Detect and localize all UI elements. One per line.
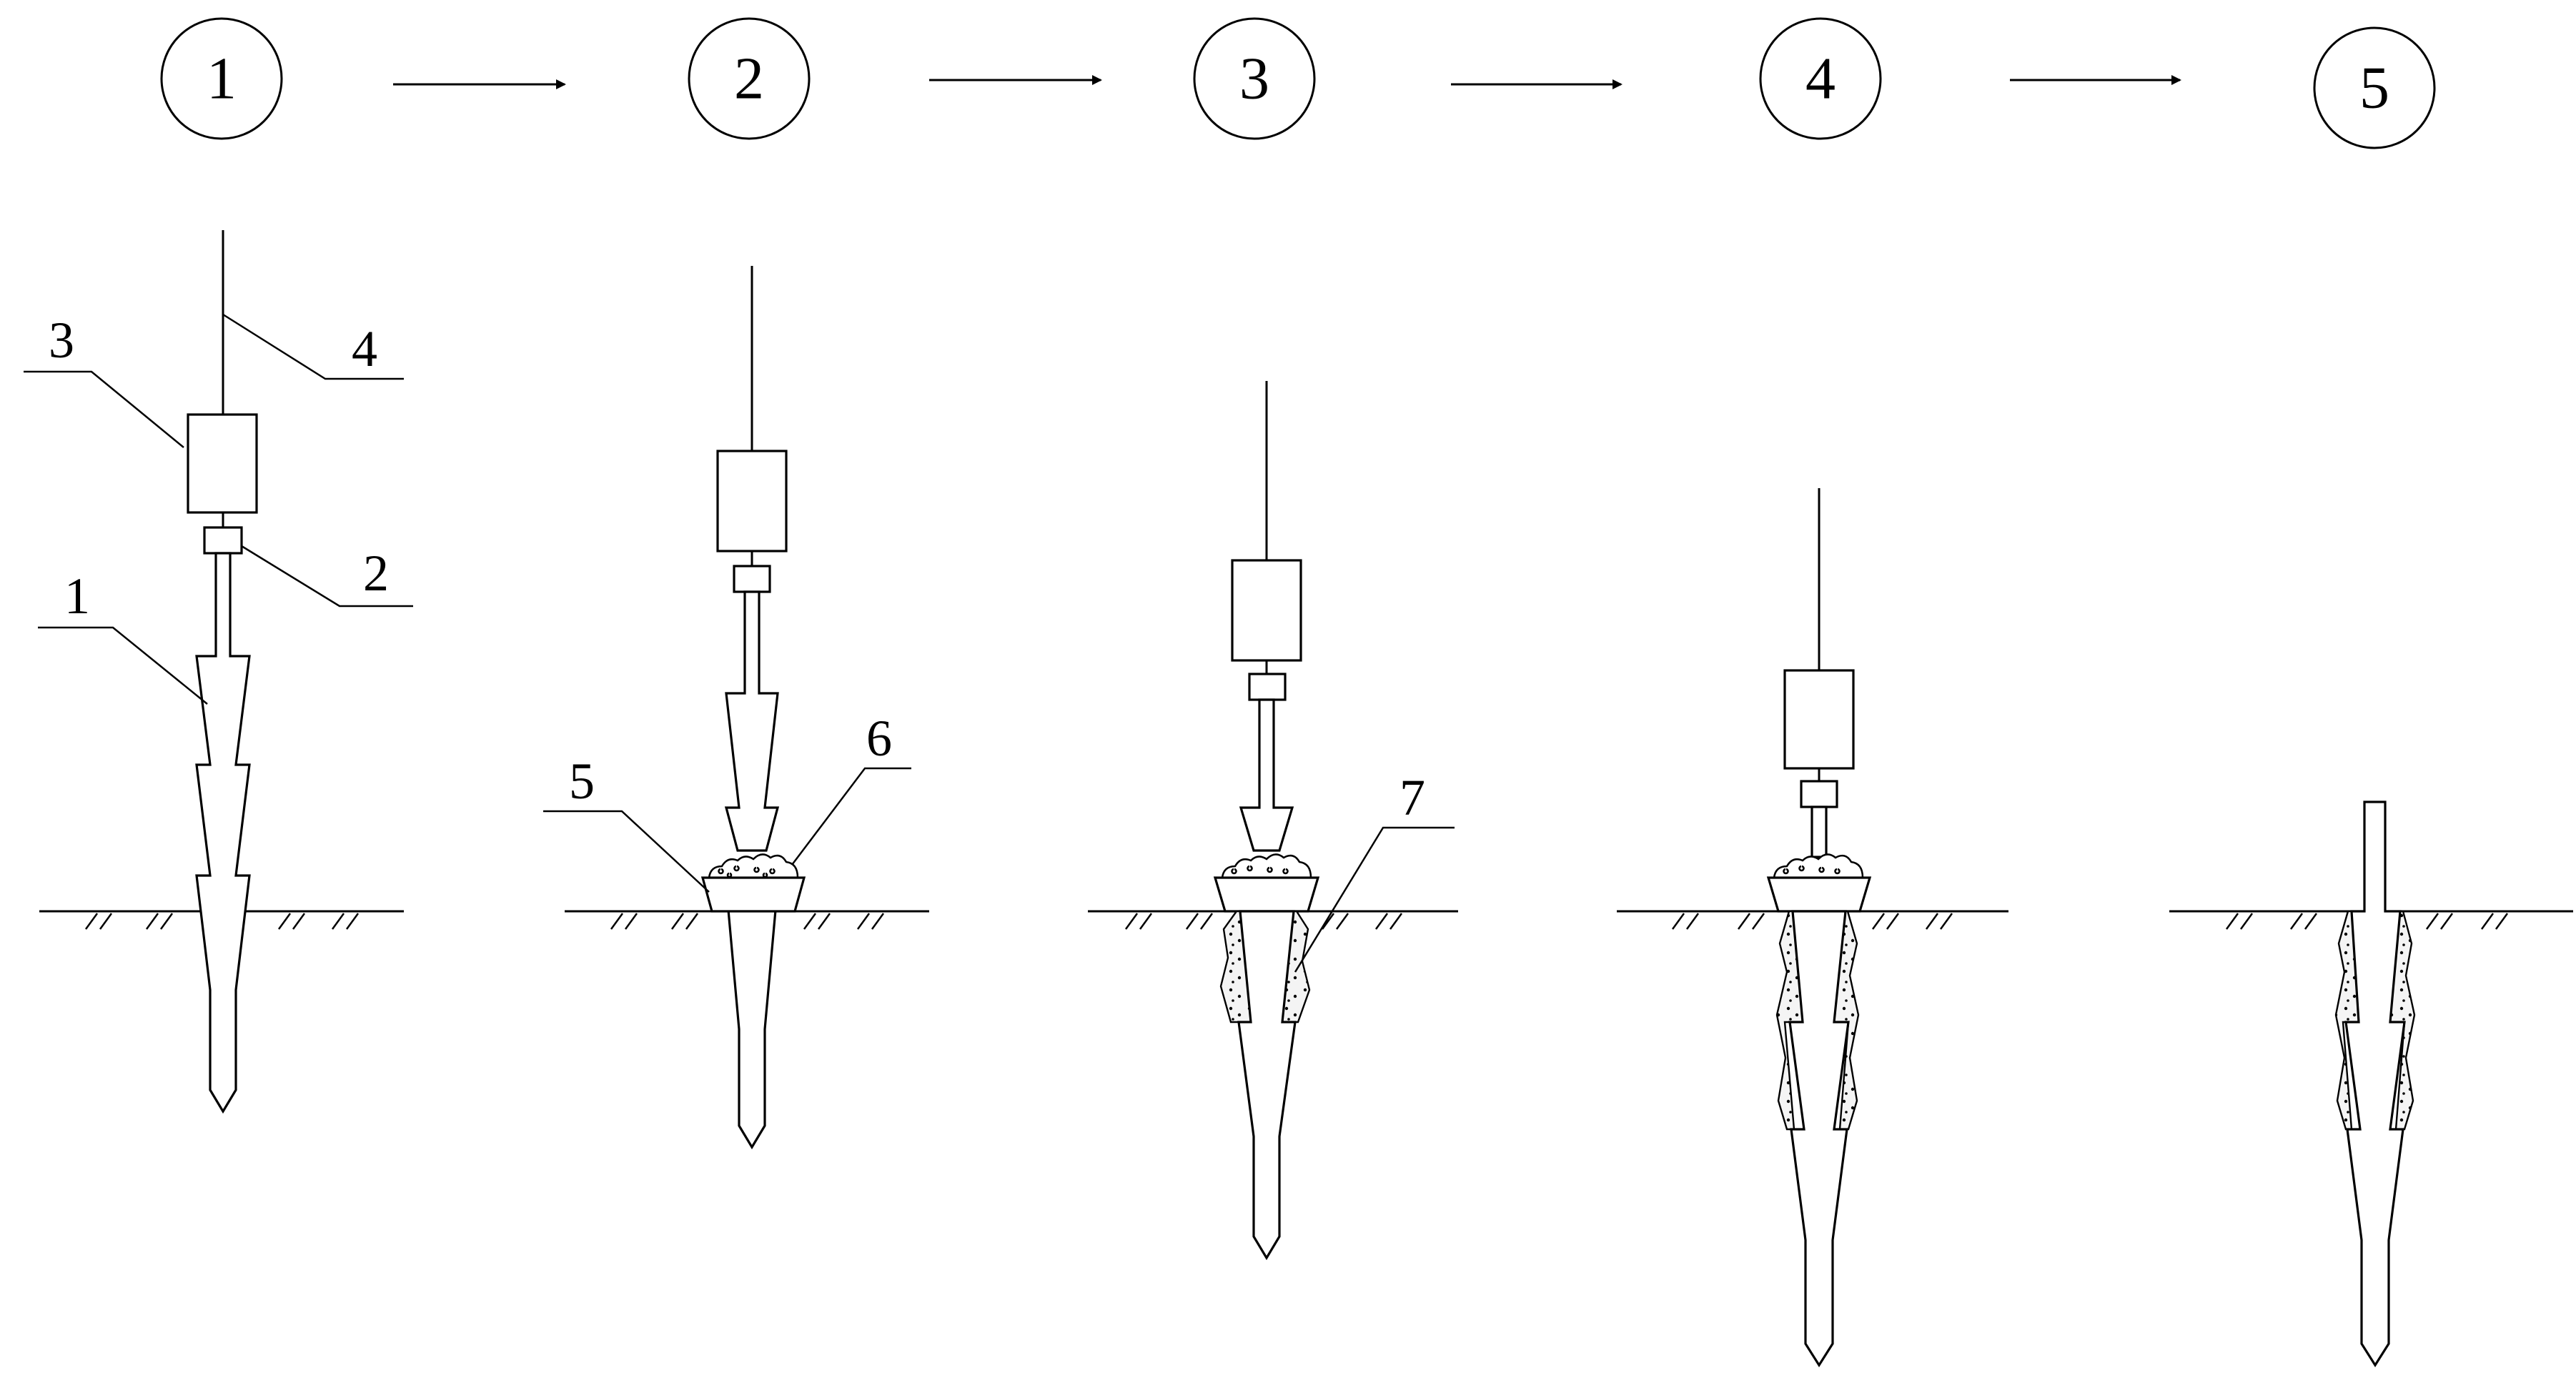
stage-3-assembly — [1213, 381, 1320, 1261]
step-1-number: 1 — [207, 46, 237, 112]
svg-text:1: 1 — [64, 567, 90, 625]
stage-4-collar — [1766, 876, 1872, 913]
stage-4-cap — [1800, 780, 1838, 808]
stage-3-hammer — [1231, 559, 1302, 662]
svg-text:7: 7 — [1400, 769, 1425, 826]
stage-1-cap — [203, 526, 243, 555]
svg-text:5: 5 — [569, 753, 595, 810]
stage-2-hammer — [716, 450, 788, 552]
stage-2-pile-lower — [725, 885, 779, 1150]
stage-1-assembly — [187, 230, 258, 1114]
ground-line-4 — [1617, 910, 2008, 930]
callout-5: 5 — [543, 753, 710, 893]
step-4-number: 4 — [1805, 46, 1836, 112]
callout-6: 6 — [791, 710, 911, 866]
stage-4-assembly — [1766, 488, 1872, 1367]
step-1-badge: 1 — [160, 17, 283, 140]
callout-2: 2 — [241, 545, 413, 608]
stage-2-aggregate — [708, 853, 799, 879]
stage-5-pile — [2344, 800, 2406, 1367]
stage-3-aggregate — [1221, 853, 1312, 879]
callout-4: 4 — [222, 313, 404, 380]
step-2-number: 2 — [734, 46, 764, 112]
stage-1-hammer — [187, 413, 258, 514]
stage-2-collar — [700, 876, 806, 913]
step-4-badge: 4 — [1759, 17, 1882, 140]
svg-text:3: 3 — [49, 312, 74, 369]
step-3-badge: 3 — [1193, 17, 1316, 140]
step-5-number: 5 — [2359, 55, 2389, 122]
callout-1: 1 — [38, 567, 208, 705]
stage-3-cap — [1248, 673, 1287, 701]
callout-3: 3 — [24, 312, 184, 448]
stage-4-aggregate — [1773, 853, 1864, 879]
stage-3-pile-lower — [1237, 910, 1297, 1261]
stage-4-hammer — [1783, 669, 1855, 770]
stage-3-collar — [1213, 876, 1320, 913]
stage-4-pile-lower — [1788, 910, 1850, 1367]
callout-7: 7 — [1294, 769, 1455, 973]
svg-text:4: 4 — [352, 320, 377, 377]
step-5-badge: 5 — [2313, 26, 2436, 149]
svg-text:2: 2 — [363, 545, 389, 602]
step-3-number: 3 — [1239, 46, 1269, 112]
svg-text:6: 6 — [866, 710, 892, 767]
stage-5-assembly — [2334, 800, 2416, 1367]
stage-3-pile-upper — [1239, 698, 1294, 852]
stage-4-pile-stub — [1810, 805, 1828, 858]
stage-1-pile — [195, 552, 251, 1114]
stage-2-cap — [733, 565, 771, 593]
stage-2-pile-upper — [724, 590, 780, 852]
stage-2-assembly — [700, 266, 806, 1150]
step-2-badge: 2 — [688, 17, 811, 140]
